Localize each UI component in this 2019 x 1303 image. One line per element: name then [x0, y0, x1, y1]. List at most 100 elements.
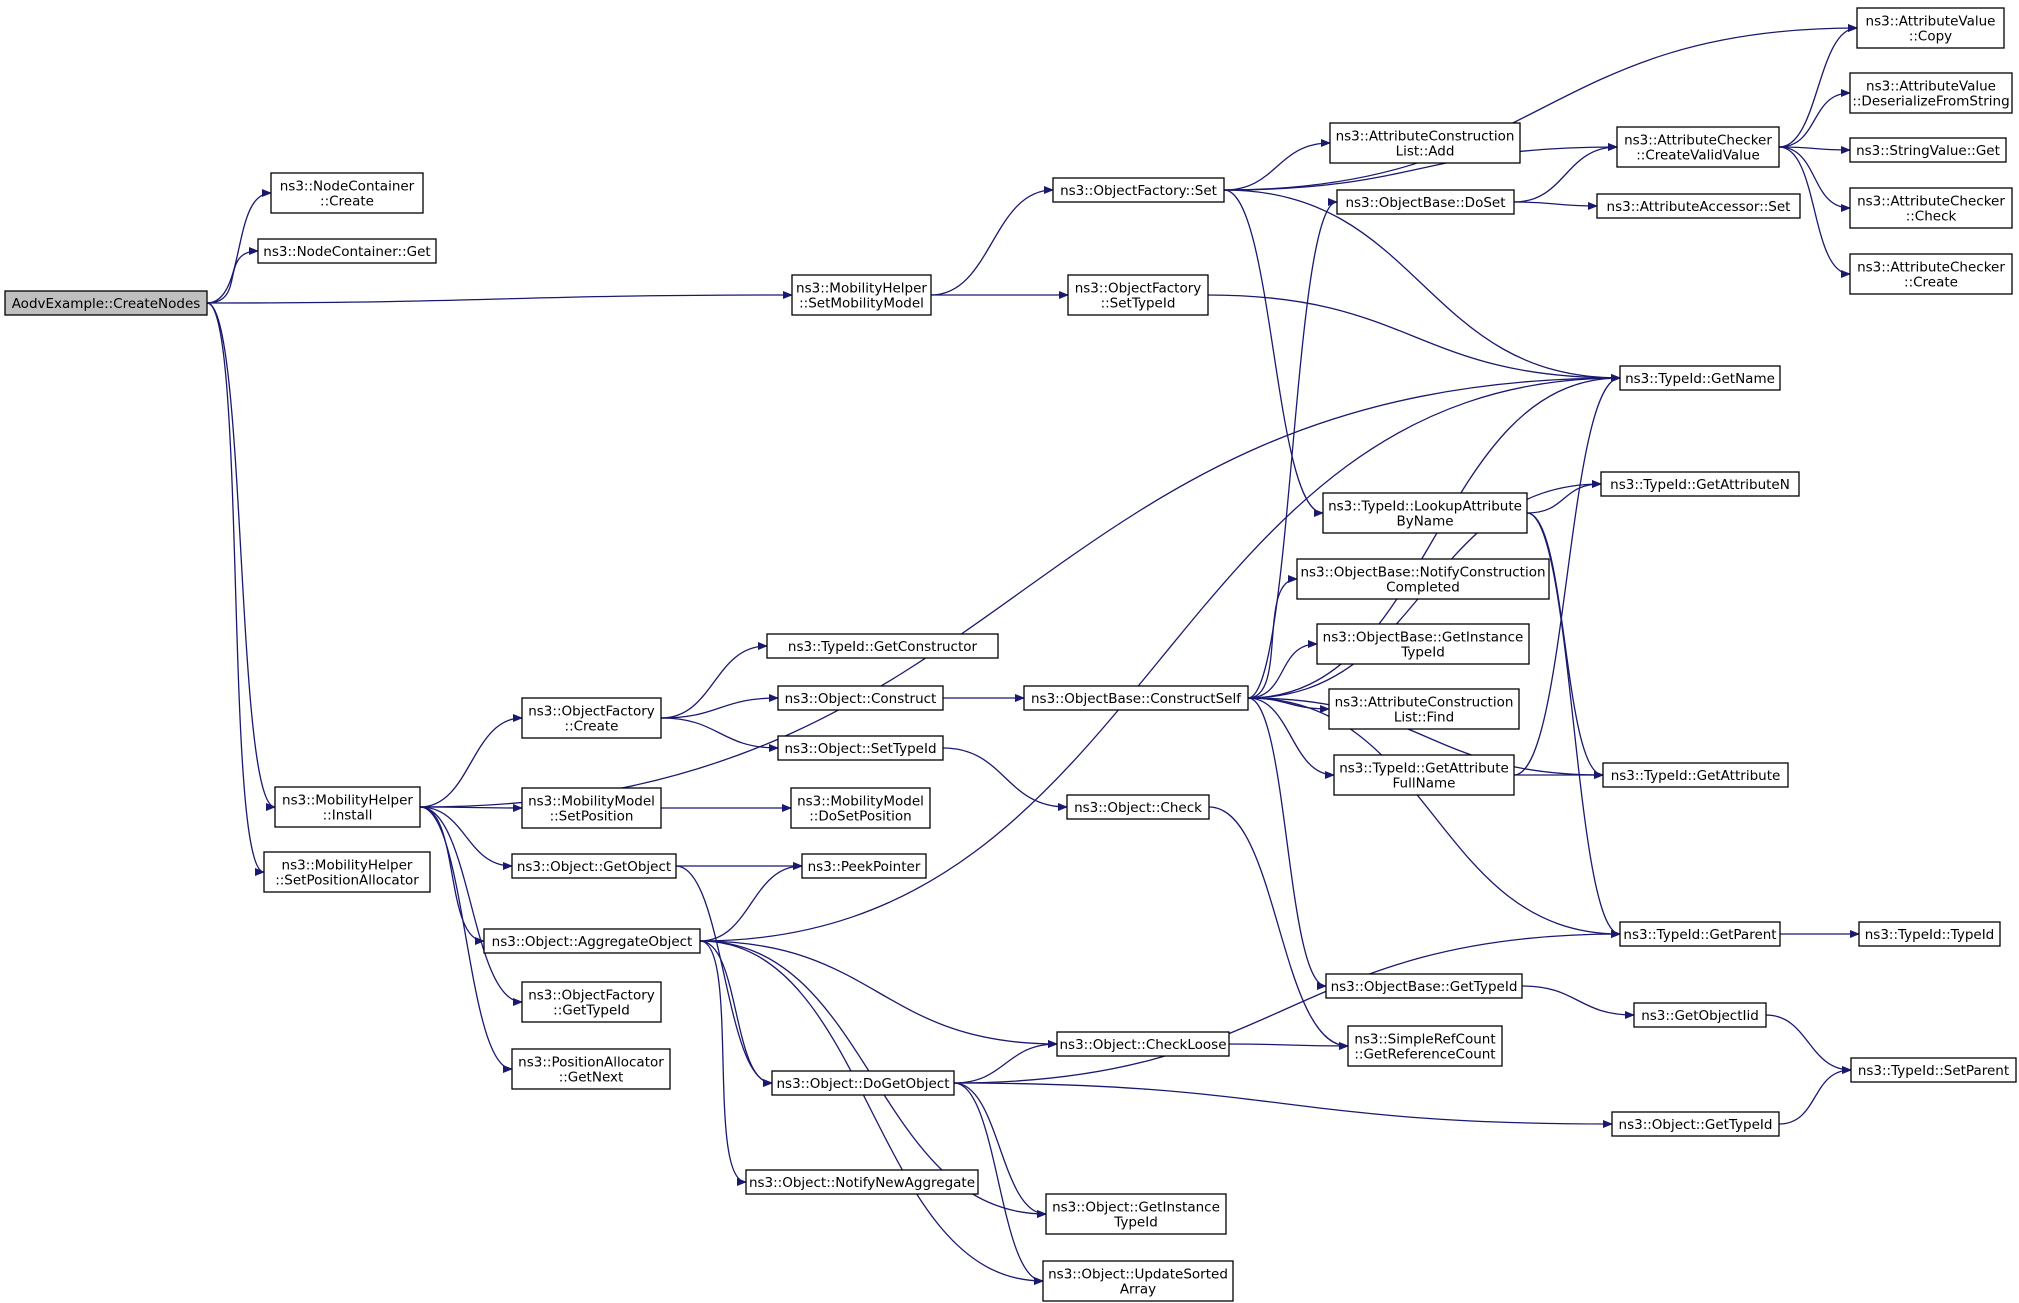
edge-root-to-nc-create	[206, 189, 272, 304]
node-label: FullName	[1393, 776, 1456, 792]
node-ac-check[interactable]: ns3::AttributeChecker::Check	[1849, 187, 2013, 229]
node-label: ns3::AttributeValue	[1866, 14, 1996, 30]
edge-mh-install-to-obj-getobject	[419, 806, 513, 870]
node-src-getref[interactable]: ns3::SimpleRefCount::GetReferenceCount	[1347, 1025, 1503, 1067]
node-ac-createvalid[interactable]: ns3::AttributeChecker::CreateValidValue	[1616, 126, 1780, 168]
edge-root-to-nc-get	[206, 247, 259, 304]
node-nc-get[interactable]: ns3::NodeContainer::Get	[257, 238, 437, 264]
node-ob-gettypeid[interactable]: ns3::ObjectBase::GetTypeId	[1325, 973, 1523, 999]
node-box	[771, 1070, 955, 1096]
edge-obj-aggregate-to-obj-updatesorted	[699, 940, 1044, 1285]
node-box	[263, 851, 431, 893]
node-ac-create[interactable]: ns3::AttributeChecker::Create	[1849, 253, 2013, 295]
node-av-copy[interactable]: ns3::AttributeValue::Copy	[1856, 7, 2005, 49]
edge-obj-aggregate-to-obj-checkloose	[699, 940, 1058, 1048]
node-label: Array	[1120, 1282, 1156, 1298]
node-tid-setparent[interactable]: ns3::TypeId::SetParent	[1850, 1057, 2017, 1083]
edge-ob-constructself-to-tid-getattr	[1247, 697, 1604, 779]
node-getobjectiid[interactable]: ns3::GetObjectIid	[1633, 1002, 1767, 1028]
node-ob-constructself[interactable]: ns3::ObjectBase::ConstructSelf	[1023, 685, 1249, 711]
node-box	[777, 685, 944, 711]
node-label: ::Create	[320, 194, 374, 210]
node-box	[1328, 688, 1520, 730]
node-of-set[interactable]: ns3::ObjectFactory::Set	[1052, 177, 1225, 203]
node-label: ns3::AttributeConstruction	[1335, 695, 1514, 711]
node-aa-set[interactable]: ns3::AttributeAccessor::Set	[1596, 193, 1801, 219]
node-pa-getnext[interactable]: ns3::PositionAllocator::GetNext	[511, 1048, 671, 1090]
edge-obj-aggregate-to-obj-notifynewagg	[699, 940, 747, 1186]
edge-obj-dogetobject-to-tid-getparent	[953, 930, 1621, 1084]
node-label: ns3::ObjectBase::DoSet	[1345, 195, 1505, 211]
node-box	[745, 1169, 979, 1195]
node-mm-setpos[interactable]: ns3::MobilityModel::SetPosition	[521, 787, 662, 829]
node-box	[1056, 1031, 1230, 1057]
edge-mh-install-to-mm-setpos	[419, 803, 523, 812]
node-sv-get[interactable]: ns3::StringValue::Get	[1849, 137, 2007, 163]
node-box	[511, 853, 677, 879]
node-label: TypeId	[1113, 1215, 1158, 1231]
node-label: ::SetPosition	[550, 809, 634, 825]
node-label: ns3::Object::SetTypeId	[784, 741, 936, 757]
node-root[interactable]: AodvExample::CreateNodes	[4, 290, 208, 316]
node-obj-dogetobject[interactable]: ns3::Object::DoGetObject	[771, 1070, 955, 1096]
node-label: AodvExample::CreateNodes	[12, 296, 201, 312]
node-av-deser[interactable]: ns3::AttributeValue::DeserializeFromStri…	[1849, 72, 2013, 114]
node-obj-check[interactable]: ns3::Object::Check	[1066, 794, 1210, 820]
node-tid-getattrn[interactable]: ns3::TypeId::GetAttributeN	[1600, 471, 1800, 497]
node-obj-aggregate[interactable]: ns3::Object::AggregateObject	[483, 928, 701, 954]
node-label: ::Create	[1904, 275, 1958, 291]
node-label: ns3::AttributeConstruction	[1336, 129, 1515, 145]
edge-mh-install-to-obj-aggregate	[419, 806, 485, 945]
node-mm-dosetpos[interactable]: ns3::MobilityModel::DoSetPosition	[790, 787, 931, 829]
node-box	[801, 853, 927, 879]
edge-root-to-mh-setpos	[206, 302, 265, 876]
node-box	[521, 787, 662, 829]
node-of-gettypeid[interactable]: ns3::ObjectFactory::GetTypeId	[521, 981, 662, 1023]
node-mh-setpos[interactable]: ns3::MobilityHelper::SetPositionAllocato…	[263, 851, 431, 893]
edge-ac-createvalid-to-ac-check	[1778, 146, 1851, 212]
node-label: ::GetTypeId	[553, 1003, 630, 1019]
node-tid-typeid[interactable]: ns3::TypeId::TypeId	[1858, 921, 2001, 947]
node-tid-getname[interactable]: ns3::TypeId::GetName	[1619, 365, 1781, 391]
edge-of-create-to-obj-construct	[660, 694, 779, 719]
node-box	[1619, 365, 1781, 391]
node-label: ns3::Object::Construct	[785, 691, 937, 707]
node-label: ns3::NodeContainer	[280, 179, 415, 195]
node-box	[1296, 558, 1550, 600]
node-obj-checkloose[interactable]: ns3::Object::CheckLoose	[1056, 1031, 1230, 1057]
node-tid-getctor[interactable]: ns3::TypeId::GetConstructor	[766, 633, 999, 659]
node-obj-settypeid[interactable]: ns3::Object::SetTypeId	[777, 735, 944, 761]
node-tid-getparent[interactable]: ns3::TypeId::GetParent	[1619, 921, 1781, 947]
node-box	[1052, 177, 1225, 203]
node-label: ns3::TypeId::GetParent	[1623, 927, 1776, 943]
node-of-settypeid[interactable]: ns3::ObjectFactory::SetTypeId	[1067, 274, 1209, 316]
node-obj-construct[interactable]: ns3::Object::Construct	[777, 685, 944, 711]
edge-ob-constructself-to-ob-getinst	[1247, 640, 1318, 699]
node-mh-install[interactable]: ns3::MobilityHelper::Install	[274, 786, 421, 828]
node-label: ns3::Object::NotifyNewAggregate	[749, 1175, 975, 1191]
node-tid-getattr[interactable]: ns3::TypeId::GetAttribute	[1602, 762, 1789, 788]
node-label: ns3::ObjectFactory	[528, 988, 655, 1004]
node-obj-gettypeid[interactable]: ns3::Object::GetTypeId	[1611, 1111, 1780, 1137]
node-label: ns3::ObjectFactory	[528, 704, 655, 720]
node-box	[1023, 685, 1249, 711]
edge-of-set-to-ac-createvalid	[1223, 143, 1618, 191]
node-ob-doset[interactable]: ns3::ObjectBase::DoSet	[1336, 189, 1515, 215]
node-obj-notifynewagg[interactable]: ns3::Object::NotifyNewAggregate	[745, 1169, 979, 1195]
node-box	[1856, 7, 2005, 49]
node-of-create[interactable]: ns3::ObjectFactory::Create	[521, 697, 662, 739]
node-mh-setmob[interactable]: ns3::MobilityHelper::SetMobilityModel	[791, 274, 932, 316]
node-ob-notify[interactable]: ns3::ObjectBase::NotifyConstructionCompl…	[1296, 558, 1550, 600]
node-nc-create[interactable]: ns3::NodeContainer::Create	[270, 172, 424, 214]
node-obj-getobject[interactable]: ns3::Object::GetObject	[511, 853, 677, 879]
node-peekpointer[interactable]: ns3::PeekPointer	[801, 853, 927, 879]
edge-ob-constructself-to-ob-notify	[1247, 575, 1298, 699]
